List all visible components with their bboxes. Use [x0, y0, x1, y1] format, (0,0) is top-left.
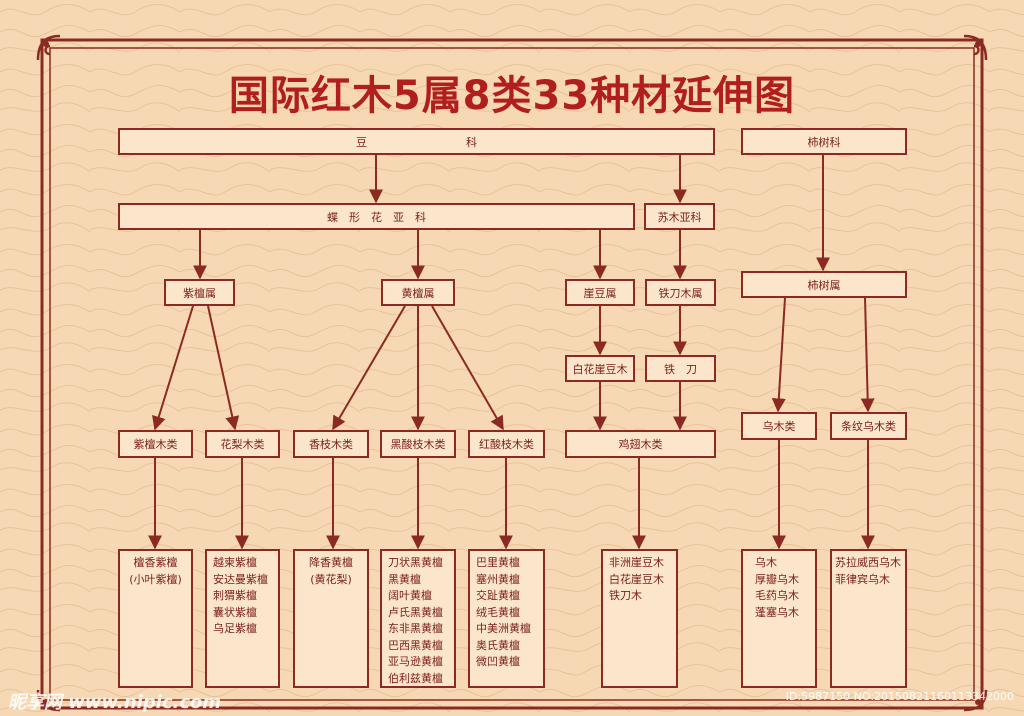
class-striped-ebony: 条纹乌木类: [830, 412, 907, 440]
list-item: 檀香紫檀: [133, 556, 178, 569]
list-item: 白花崖豆木: [609, 572, 664, 586]
list-item: 乌足紫檀: [213, 622, 257, 635]
subfamily-caesalpinioideae: 苏木亚科: [644, 203, 715, 230]
list-item: 刀状黑黄檀: [388, 556, 443, 569]
subfamily-papilionoideae: 蝶 形 花 亚 科: [118, 203, 635, 230]
family-legume: 豆 科: [118, 128, 715, 155]
list-item: 交趾黄檀: [476, 589, 520, 602]
list-item: (黄花梨): [310, 572, 352, 586]
list-item: 菲律宾乌木: [835, 572, 890, 586]
family-ebony: 柿树科: [741, 128, 907, 155]
list-item: 安达曼紫檀: [213, 572, 268, 586]
list-item: 囊状紫檀: [213, 605, 257, 619]
species-list-striped-ebony: 苏拉威西乌木 菲律宾乌木: [830, 549, 907, 688]
list-item: 亚马逊黄檀: [388, 655, 443, 668]
genus-millettia: 崖豆属: [565, 279, 635, 306]
species-list-black-acid: 刀状黑黄檀 黑黄檀 阔叶黄檀 卢氏黑黄檀 东非黑黄檀 巴西黑黄檀 亚马逊黄檀 伯…: [380, 549, 456, 688]
class-black-acid: 黑酸枝木类: [380, 430, 456, 458]
class-red-sandalwood: 紫檀木类: [118, 430, 193, 458]
watermark-site: 昵享网 www.nipic.com: [8, 692, 222, 713]
list-item: 黑黄檀: [388, 572, 421, 586]
list-item: 东非黑黄檀: [388, 622, 443, 635]
genus-pterocarpus: 紫檀属: [164, 279, 235, 306]
list-item: 巴里黄檀: [476, 556, 520, 569]
list-item: 奥氏黄檀: [476, 638, 520, 652]
watermark-id: ID:5987150 NO:20150821160113342000: [785, 690, 1014, 703]
species-list-ebony: 乌木 厚瓣乌木 毛药乌木 蓬塞乌木: [741, 549, 817, 688]
list-item: 降香黄檀: [309, 556, 353, 569]
list-item: 巴西黑黄檀: [388, 638, 443, 652]
list-item: 蓬塞乌木: [755, 605, 799, 619]
list-item: 阔叶黄檀: [388, 589, 432, 602]
class-fragrant-branch: 香枝木类: [293, 430, 369, 458]
list-item: (小叶紫檀): [129, 572, 182, 586]
list-item: 毛药乌木: [755, 589, 799, 602]
list-item: 乌木: [755, 556, 777, 569]
list-item: 厚瓣乌木: [755, 572, 799, 586]
species-list-rosewood: 越柬紫檀 安达曼紫檀 刺猬紫檀 囊状紫檀 乌足紫檀: [205, 549, 280, 688]
species-list-fragrant-branch: 降香黄檀 (黄花梨): [293, 549, 369, 688]
species-list-red-acid: 巴里黄檀 塞州黄檀 交趾黄檀 绒毛黄檀 中美洲黄檀 奥氏黄檀 微凹黄檀: [468, 549, 545, 688]
list-item: 中美洲黄檀: [476, 622, 531, 635]
species-list-red-sandalwood: 檀香紫檀 (小叶紫檀): [118, 549, 193, 688]
class-ebony: 乌木类: [741, 412, 817, 440]
list-item: 伯利兹黄檀: [388, 671, 443, 685]
list-item: 塞州黄檀: [476, 572, 520, 586]
genus-diospyros: 柿树属: [741, 271, 907, 298]
group-senna: 铁 刀: [645, 355, 716, 382]
genus-dalbergia: 黄檀属: [381, 279, 455, 306]
list-item: 微凹黄檀: [476, 655, 520, 668]
list-item: 非洲崖豆木: [609, 556, 664, 569]
group-millettia-leucantha: 白花崖豆木: [565, 355, 635, 382]
list-item: 刺猬紫檀: [213, 589, 257, 602]
list-item: 苏拉威西乌木: [835, 556, 901, 569]
genus-cassia: 铁刀木属: [645, 279, 716, 306]
species-list-wenge: 非洲崖豆木 白花崖豆木 铁刀木: [601, 549, 678, 688]
class-rosewood: 花梨木类: [205, 430, 280, 458]
list-item: 铁刀木: [609, 589, 642, 602]
list-item: 越柬紫檀: [213, 556, 257, 569]
page-title: 国际红木5属8类33种材延伸图: [228, 73, 796, 119]
list-item: 绒毛黄檀: [476, 605, 520, 619]
class-red-acid: 红酸枝木类: [468, 430, 545, 458]
list-item: 卢氏黑黄檀: [388, 605, 443, 619]
class-wenge: 鸡翅木类: [565, 430, 716, 458]
